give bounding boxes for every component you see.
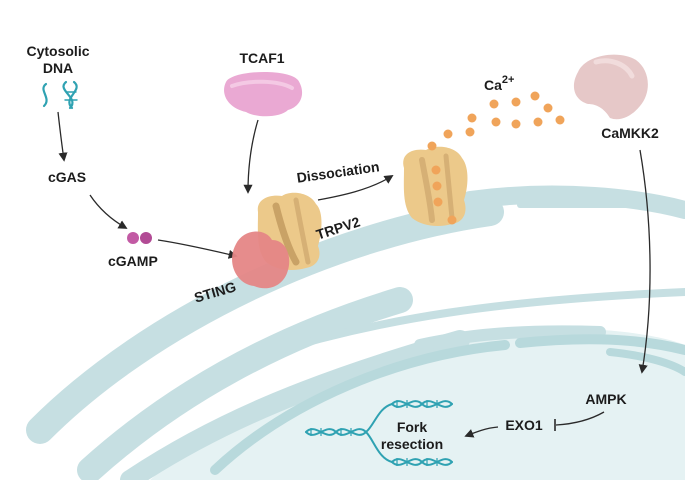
arrow-cgamp-to-sting [157, 239, 238, 259]
dissociation-label: Dissociation [296, 158, 381, 185]
fork-dna-rungs [310, 400, 438, 466]
sting-protein [232, 231, 290, 289]
ampk-label: AMPK [585, 391, 626, 407]
fork-dna [305, 400, 453, 466]
exo1-label: EXO1 [505, 417, 543, 433]
arrow-dna-to-cgas [57, 111, 68, 162]
camkk2-protein [573, 54, 648, 120]
calcium-label: Ca2+ [484, 74, 514, 93]
cytosolic-dna-label-line1: Cytosolic [26, 43, 89, 59]
fork-label-line2: resection [381, 436, 443, 452]
arrow-cgas-to-cgamp [89, 194, 128, 229]
dna-icon [42, 80, 78, 110]
nuclear-envelope [210, 334, 685, 475]
inhibit-ampk-to-exo1 [555, 411, 605, 426]
nucleus [150, 328, 685, 480]
fork-label-line1: Fork [397, 419, 428, 435]
arrow-camkk2-to-ampk [638, 149, 651, 374]
cgamp-molecule [127, 232, 152, 244]
arrow-exo1-to-fork [464, 426, 499, 438]
cgamp-label: cGAMP [108, 253, 158, 269]
arrow-dissociation [317, 175, 394, 201]
cytosolic-dna-label-line2: DNA [43, 60, 73, 76]
arrow-tcaf1-to-trpv2 [243, 119, 259, 194]
er-membranes [26, 185, 685, 480]
cgas-label: cGAS [48, 169, 86, 185]
tcaf1-protein [224, 71, 303, 117]
tcaf1-label: TCAF1 [239, 50, 284, 66]
camkk2-label: CaMKK2 [601, 125, 659, 141]
